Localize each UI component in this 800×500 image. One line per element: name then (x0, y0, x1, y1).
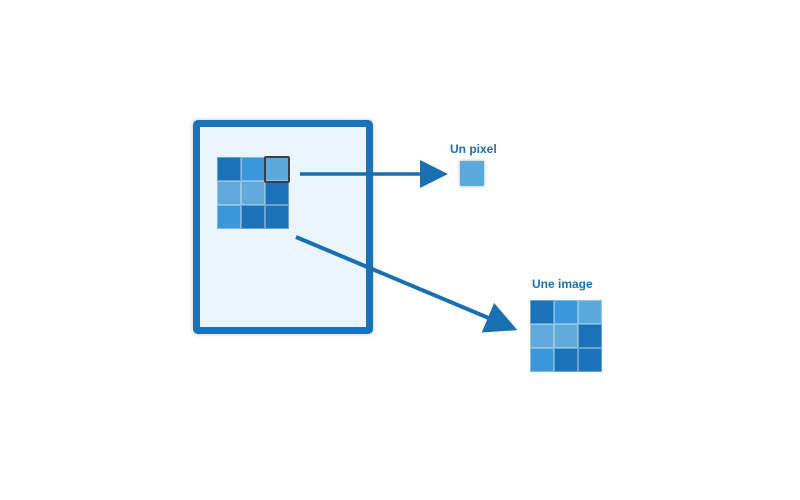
pixel-cell (265, 205, 289, 229)
pixel-cell (578, 300, 602, 324)
pixel-cell (265, 181, 289, 205)
image-label: Une image (532, 277, 593, 291)
pixel-cell (530, 300, 554, 324)
pixel-cell (241, 181, 265, 205)
pixel-cell (578, 324, 602, 348)
pixel-cell (217, 181, 241, 205)
pixel-cell (217, 157, 241, 181)
pixel-cell (241, 157, 265, 181)
source-pixel-grid (217, 157, 289, 229)
pixel-cell (554, 324, 578, 348)
selected-pixel-highlight (264, 156, 290, 183)
pixel-cell (578, 348, 602, 372)
pixel-cell (554, 348, 578, 372)
single-pixel-swatch (460, 161, 484, 186)
arrow-to-image (295, 235, 518, 333)
pixel-cell (554, 300, 578, 324)
pixel-cell (217, 205, 241, 229)
pixel-cell (530, 324, 554, 348)
pixel-label: Un pixel (450, 142, 497, 156)
result-image-grid (530, 300, 602, 372)
pixel-cell (241, 205, 265, 229)
pixel-cell (530, 348, 554, 372)
